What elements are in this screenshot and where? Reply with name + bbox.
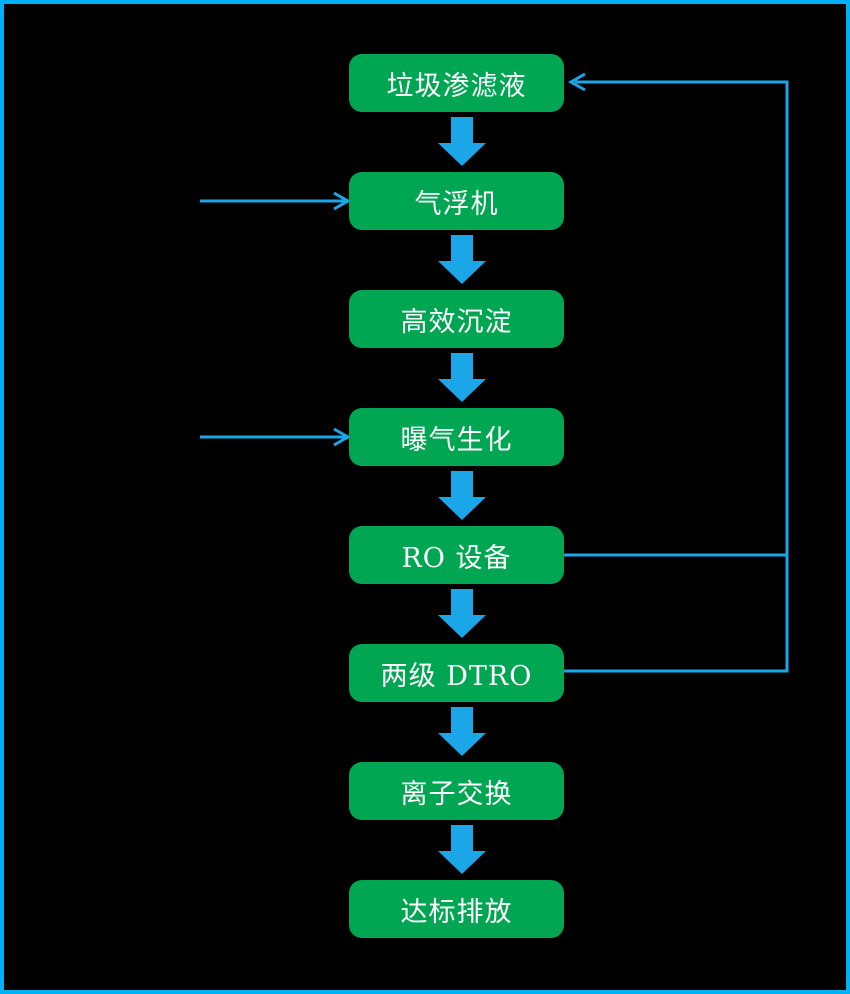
inlet-arrowhead-air-flotation-icon [333, 191, 352, 211]
flow-node-air-flotation: 气浮机 [349, 172, 564, 230]
arrow-leachate-to-air-flotation-icon [438, 117, 486, 166]
arrow-sedimentation-to-aeration-icon [438, 353, 486, 402]
node-label-air-flotation: 气浮机 [414, 188, 499, 220]
flow-node-aeration-biochemical: 曝气生化 [349, 408, 564, 466]
inlet-arrowhead-aeration-icon [333, 427, 352, 447]
arrow-aeration-to-ro-icon [438, 471, 486, 520]
flow-node-two-stage-dtro: 两级 DTRO [349, 644, 564, 702]
flow-node-high-efficiency-sedimentation: 高效沉淀 [349, 290, 564, 348]
connector-layer [200, 72, 789, 874]
flow-node-ro-equipment: RO 设备 [349, 526, 564, 584]
flow-node-landfill-leachate: 垃圾渗滤液 [349, 54, 564, 112]
node-label-discharge-to-standard: 达标排放 [400, 896, 513, 928]
return-arrowhead-leachate-icon [567, 72, 586, 92]
arrow-air-flotation-to-sedimentation-icon [438, 235, 486, 284]
node-label-ro-equipment: RO 设备 [401, 542, 512, 574]
flow-node-ion-exchange: 离子交换 [349, 762, 564, 820]
node-label-high-efficiency-sedimentation: 高效沉淀 [400, 306, 513, 338]
node-label-landfill-leachate: 垃圾渗滤液 [386, 70, 527, 102]
node-label-aeration-biochemical: 曝气生化 [400, 424, 513, 456]
node-label-ion-exchange: 离子交换 [400, 778, 513, 810]
node-label-two-stage-dtro: 两级 DTRO [380, 660, 533, 692]
arrow-dtro-to-ion-exchange-icon [438, 707, 486, 756]
recycle-line-dtro-return [564, 80, 789, 673]
flow-node-discharge-to-standard: 达标排放 [349, 880, 564, 938]
arrow-ion-exchange-to-discharge-icon [438, 825, 486, 874]
arrow-ro-to-dtro-icon [438, 589, 486, 638]
